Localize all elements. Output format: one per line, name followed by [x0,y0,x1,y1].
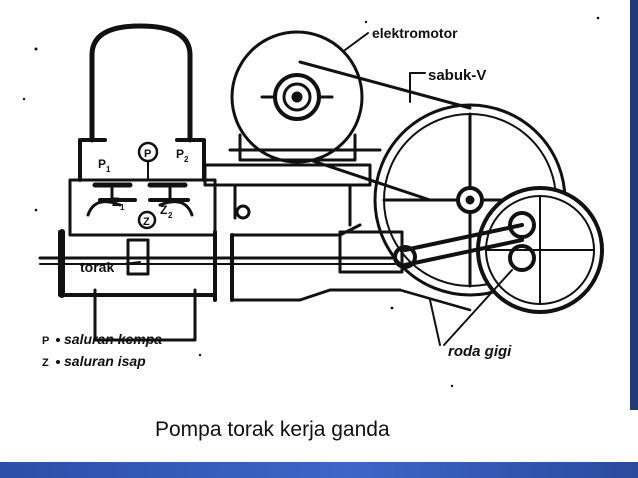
label-torak: torak [80,259,114,275]
label-z1-sub: 1 [120,203,125,212]
label-z1: Z [112,195,119,209]
label-p2-sub: 2 [184,155,189,164]
caption: Pompa torak kerja ganda [155,418,390,441]
gear-wheel [476,186,604,314]
legend-text-z: saluran isap [64,353,146,369]
label-p1-sub: 1 [106,165,111,174]
air-chamber [78,23,206,182]
label-roda-gigi: roda gigi [448,343,512,360]
bottom-accent-bar [0,462,638,478]
legend: P saluran kempa Z saluran isap [42,331,162,369]
label-z: Z [143,216,150,228]
connecting-rod [393,223,524,269]
frame [230,223,472,312]
legend-text-p: saluran kempa [64,331,162,347]
label-z2-sub: 2 [168,211,173,220]
label-sabuk-v: sabuk-V [428,67,486,84]
valve-z [137,210,157,230]
leader-lines [123,32,513,346]
valve-p [137,141,159,179]
v-belt [298,60,472,202]
label-p2: P [176,147,184,161]
legend-key-p: P [42,335,49,347]
legend-key-z: Z [42,357,49,369]
right-accent-bar [630,0,638,410]
label-elektromotor: elektromotor [372,25,458,41]
scan-specks [22,16,600,388]
piston-rod [38,230,397,302]
cylinder [58,229,217,342]
label-p1: P [98,157,106,171]
electric-motor [230,30,364,164]
label-p: P [144,148,151,160]
label-z2: Z [160,203,167,217]
